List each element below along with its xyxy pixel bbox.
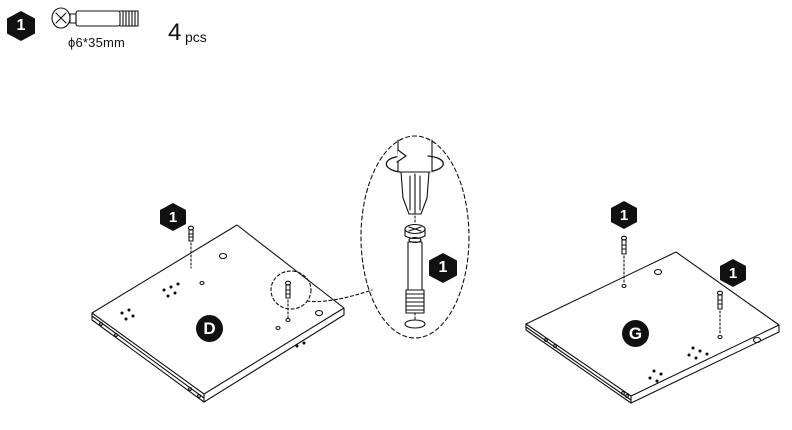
panel-d-label: D bbox=[196, 315, 223, 342]
cam-bolt-icon bbox=[716, 290, 724, 336]
part-size-label: ϕ6*35mm bbox=[68, 35, 126, 50]
cam-bolt-detail-icon bbox=[404, 223, 426, 329]
part-callout-badge: 1 bbox=[610, 200, 638, 230]
hexagon-icon bbox=[7, 11, 35, 41]
part-callout-badge: 1 bbox=[719, 258, 747, 288]
part-callout-badge: 1 bbox=[428, 252, 458, 284]
quantity-unit: pcs bbox=[185, 29, 207, 45]
callout-number: 1 bbox=[728, 264, 738, 282]
parts-header: 1 ϕ6*35mm 4 pcs bbox=[6, 4, 266, 50]
hexagon-icon bbox=[611, 201, 637, 229]
cam-bolt-icon bbox=[187, 225, 195, 269]
hexagon-icon bbox=[160, 203, 186, 231]
detail-callout bbox=[360, 135, 470, 339]
step-number-badge: 1 bbox=[6, 10, 36, 42]
screwdriver-icon bbox=[385, 139, 444, 215]
panel-g-label: G bbox=[622, 320, 649, 347]
hexagon-icon bbox=[429, 253, 457, 283]
callout-number: 1 bbox=[168, 208, 178, 226]
cam-bolt-icon bbox=[620, 235, 628, 285]
cam-bolt-part-icon bbox=[51, 7, 139, 29]
step-number: 1 bbox=[16, 17, 26, 34]
detail-magnifier-circle bbox=[270, 270, 373, 310]
panel-d bbox=[91, 224, 345, 403]
quantity-number: 4 bbox=[168, 19, 182, 46]
cam-bolt-icon bbox=[284, 280, 292, 323]
callout-number: 1 bbox=[438, 259, 448, 276]
panel-g bbox=[525, 251, 780, 404]
callout-number: 1 bbox=[619, 206, 629, 224]
part-callout-badge: 1 bbox=[159, 202, 187, 232]
hexagon-icon bbox=[720, 259, 746, 287]
